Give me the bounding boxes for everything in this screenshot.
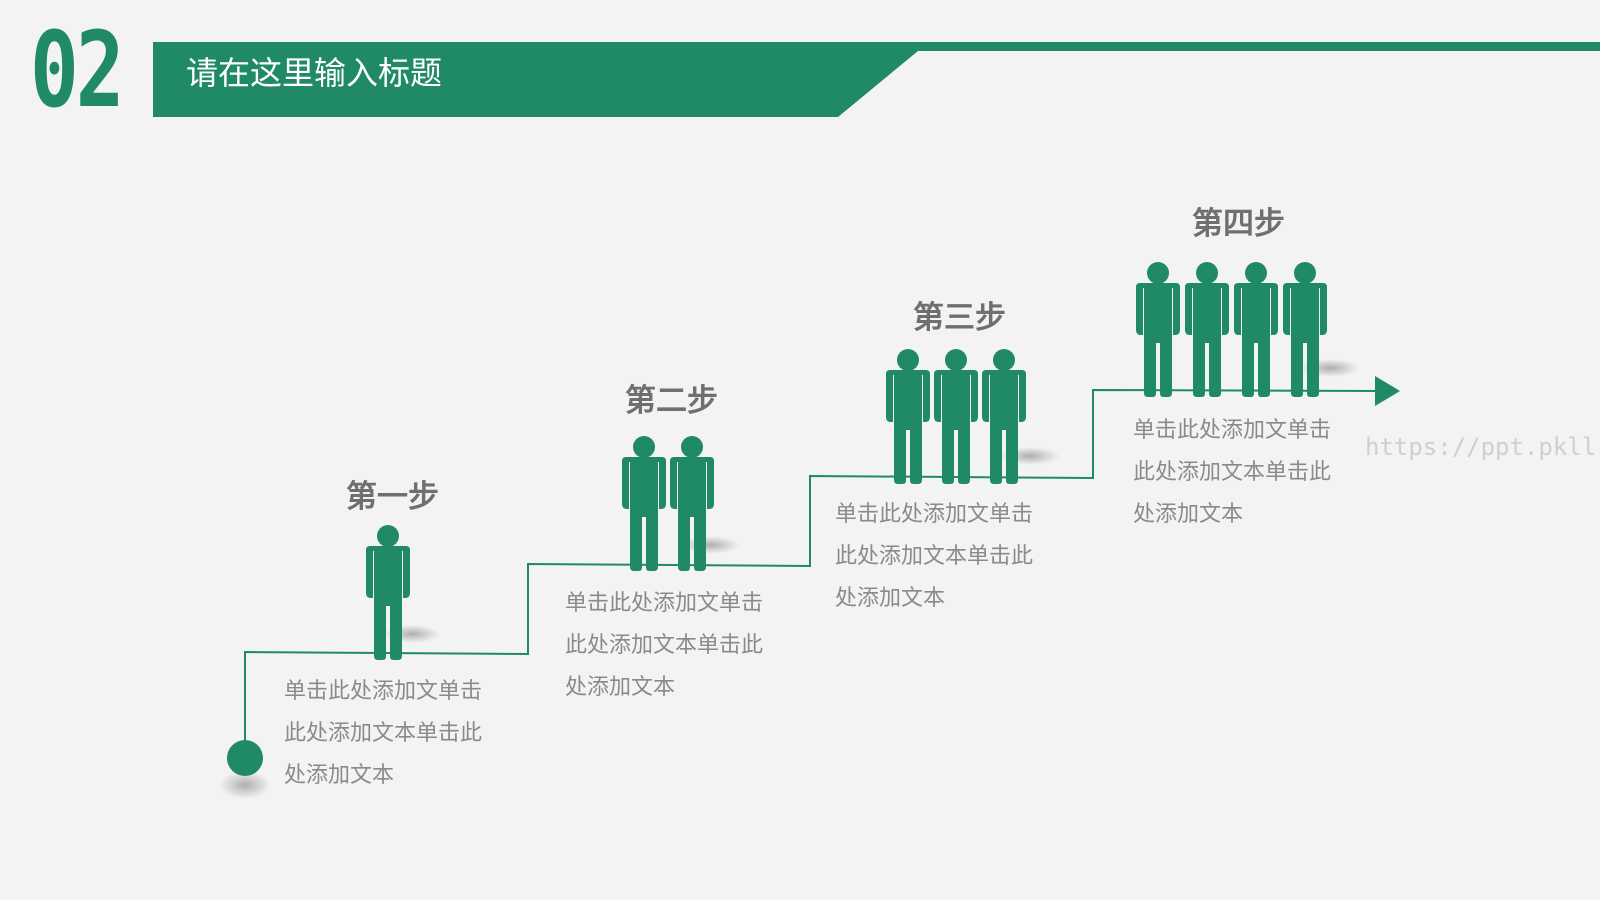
desc-line: 处添加文本 (835, 586, 946, 611)
person-icon (886, 349, 930, 484)
person-icon (934, 349, 978, 484)
step-1-description: 单击此处添加文单击 此处添加文本单击此 处添加文本 (284, 671, 482, 797)
step-3-label: 第三步 (913, 300, 1006, 336)
section-number: 02 (30, 9, 125, 131)
staircase-line (244, 388, 1379, 758)
watermark: https://ppt.pkll.de (1365, 433, 1600, 461)
start-dot-icon (227, 740, 263, 776)
desc-line: 处添加文本 (284, 763, 395, 788)
step-1-people (366, 525, 440, 660)
page-title: 请在这里输入标题 (186, 54, 443, 92)
person-icon (1136, 262, 1180, 397)
person-icon (1283, 262, 1327, 397)
person-icon (1185, 262, 1229, 397)
step-3-people (886, 349, 1060, 484)
desc-line: 单击此处添加文单击 (835, 502, 1034, 527)
step-4-description: 单击此处添加文单击 此处添加文本单击此 处添加文本 (1133, 410, 1331, 536)
header-banner (153, 42, 1600, 117)
step-4-people (1136, 262, 1360, 397)
step-1-label: 第一步 (346, 479, 439, 515)
desc-line: 此处添加文本单击此 (565, 633, 764, 658)
desc-line: 此处添加文本单击此 (835, 544, 1034, 569)
start-dot-shadow (219, 771, 271, 799)
desc-line: 处添加文本 (1133, 502, 1244, 527)
person-icon (1234, 262, 1278, 397)
person-icon (622, 436, 666, 571)
step-2-people (622, 436, 740, 571)
step-4-label: 第四步 (1192, 206, 1285, 242)
desc-line: 单击此处添加文单击 (284, 679, 483, 704)
desc-line: 此处添加文本单击此 (284, 721, 483, 746)
arrow-head-icon (1375, 376, 1400, 406)
step-3-description: 单击此处添加文单击 此处添加文本单击此 处添加文本 (835, 494, 1033, 620)
step-2-label: 第二步 (625, 383, 718, 419)
step-2-description: 单击此处添加文单击 此处添加文本单击此 处添加文本 (565, 583, 763, 709)
desc-line: 此处添加文本单击此 (1133, 460, 1332, 485)
desc-line: 单击此处添加文单击 (565, 591, 764, 616)
desc-line: 处添加文本 (565, 675, 676, 700)
desc-line: 单击此处添加文单击 (1133, 418, 1332, 443)
